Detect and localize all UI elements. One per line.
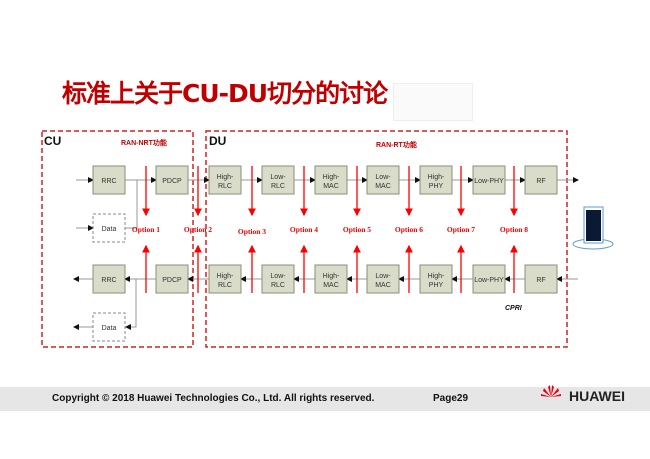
- option-label: Option 5: [343, 225, 371, 234]
- page-title: 标准上关于CU-DU切分的讨论: [62, 79, 388, 108]
- block-label: High-: [323, 273, 340, 280]
- copyright: Copyright © 2018 Huawei Technologies Co.…: [52, 393, 375, 404]
- block-label: RRC: [101, 178, 116, 185]
- block-label: RLC: [271, 282, 285, 289]
- data-block: Data: [92, 312, 126, 342]
- bottom-block-high-phy: High- PHY: [419, 264, 453, 294]
- cpri-label: CPRI: [505, 305, 523, 312]
- block-label: PHY: [429, 183, 444, 190]
- top-block-high-rlc: High- RLC: [208, 165, 242, 195]
- block-label: RF: [536, 277, 545, 284]
- top-block-low-phy: Low-PHY: [472, 165, 506, 195]
- link-line: [125, 279, 137, 330]
- option-label: Option 8: [500, 225, 528, 234]
- du-label: DU: [209, 134, 226, 148]
- block-label: Low-: [375, 174, 391, 181]
- svg-text:Data: Data: [102, 226, 117, 233]
- option-label: Option 3: [238, 227, 266, 236]
- split-option-6: Option 6: [395, 166, 423, 293]
- split-option-3: Option 3: [238, 166, 266, 293]
- block-label: RLC: [218, 282, 232, 289]
- bottom-block-low-phy: Low-PHY: [472, 264, 506, 294]
- top-block-low-mac: Low- MAC: [366, 165, 400, 195]
- bottom-block-rrc: RRC: [92, 264, 126, 294]
- block-label: Low-: [270, 174, 286, 181]
- cu-label: CU: [44, 134, 61, 148]
- block-label: Low-: [375, 273, 391, 280]
- block-label: RLC: [271, 183, 285, 190]
- block-label: PHY: [429, 282, 444, 289]
- block-label: MAC: [375, 183, 391, 190]
- split-option-1: Option 1: [132, 166, 160, 293]
- block-label: MAC: [323, 183, 339, 190]
- cu-boundary: [41, 130, 194, 348]
- page-number: Page29: [433, 393, 469, 404]
- svg-text:Data: Data: [102, 325, 117, 332]
- du-boundary: [205, 130, 568, 348]
- option-label: Option 2: [184, 225, 212, 234]
- option-label: Option 4: [290, 225, 318, 234]
- block-label: High-: [323, 174, 340, 181]
- split-option-2: Option 2: [184, 166, 212, 293]
- top-block-low-rlc: Low- RLC: [261, 165, 295, 195]
- block-label: MAC: [323, 282, 339, 289]
- bottom-block-pdcp: PDCP: [155, 264, 189, 294]
- block-label: High-: [217, 273, 234, 280]
- block-label: PDCP: [162, 178, 182, 185]
- bottom-block-high-rlc: High- RLC: [208, 264, 242, 294]
- block-label: MAC: [375, 282, 391, 289]
- option-label: Option 6: [395, 225, 423, 234]
- bottom-block-rf: RF: [524, 264, 558, 294]
- footer-bar: [0, 387, 650, 411]
- block-label: RF: [536, 178, 545, 185]
- split-option-8: Option 8: [500, 166, 528, 293]
- top-block-high-phy: High- PHY: [419, 165, 453, 195]
- option-label: Option 7: [447, 225, 475, 234]
- split-option-5: Option 5: [343, 166, 371, 293]
- split-option-7: Option 7: [447, 166, 475, 293]
- top-block-rrc: RRC: [92, 165, 126, 195]
- block-label: Low-PHY: [474, 178, 504, 185]
- du-sublabel: RAN-RT功能: [376, 140, 417, 149]
- block-label: Low-: [270, 273, 286, 280]
- bottom-block-low-rlc: Low- RLC: [261, 264, 295, 294]
- block-label: Low-PHY: [474, 277, 504, 284]
- phone-icon: [572, 206, 614, 250]
- data-block: Data: [92, 213, 126, 243]
- top-block-high-mac: High- MAC: [314, 165, 348, 195]
- option-label: Option 1: [132, 225, 160, 234]
- top-block-pdcp: PDCP: [155, 165, 189, 195]
- thumbnail-image: [393, 83, 473, 121]
- split-option-4: Option 4: [290, 166, 318, 293]
- top-block-rf: RF: [524, 165, 558, 195]
- brand-name: HUAWEI: [569, 388, 625, 404]
- block-label: High-: [428, 174, 445, 181]
- link-line: [125, 179, 138, 229]
- bottom-block-high-mac: High- MAC: [314, 264, 348, 294]
- bottom-block-low-mac: Low- MAC: [366, 264, 400, 294]
- block-label: High-: [428, 273, 445, 280]
- block-label: RLC: [218, 183, 232, 190]
- block-label: RRC: [101, 277, 116, 284]
- cu-sublabel: RAN-NRT功能: [121, 138, 167, 147]
- block-label: PDCP: [162, 277, 182, 284]
- block-label: High-: [217, 174, 234, 181]
